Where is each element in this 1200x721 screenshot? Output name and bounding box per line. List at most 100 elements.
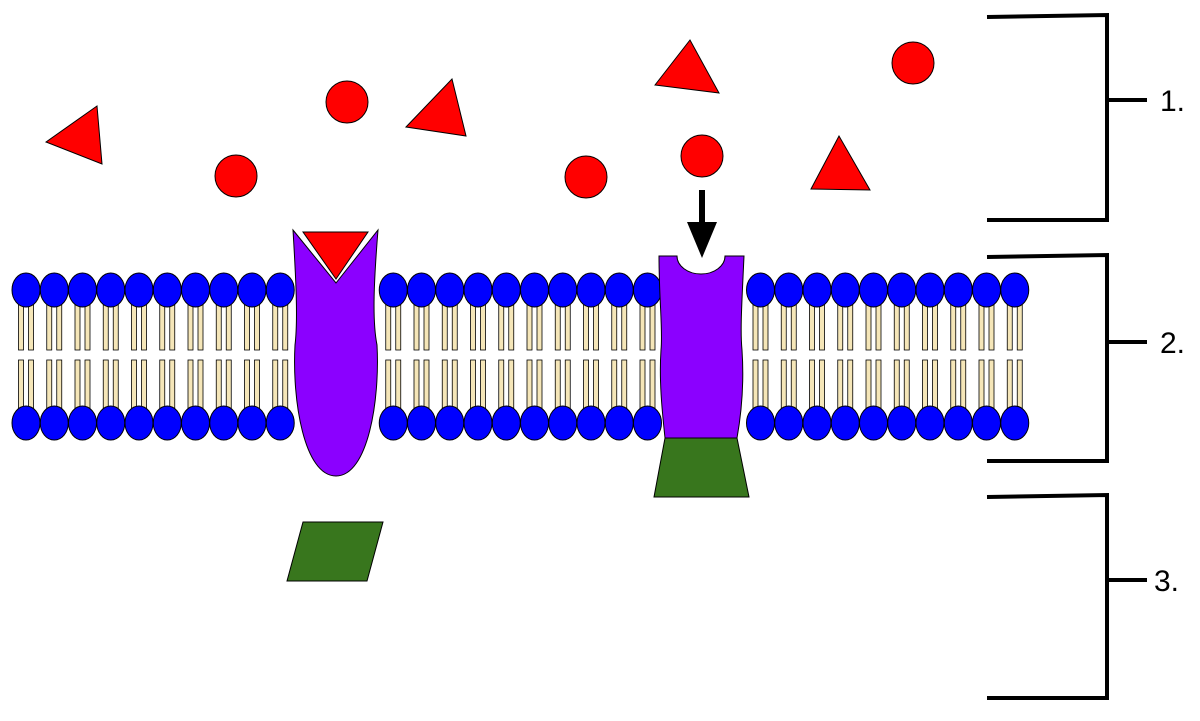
- lipid-tail: [282, 359, 289, 409]
- extracellular-ligands: [44, 39, 935, 199]
- lipid-tail: [752, 359, 759, 409]
- phospholipid-head: [237, 405, 267, 441]
- phospholipid-head: [830, 405, 860, 441]
- phospholipid-head: [435, 405, 465, 441]
- phospholipid-head: [633, 405, 662, 441]
- lipid-tail: [621, 359, 628, 409]
- phospholipid-head: [11, 272, 41, 308]
- lipid-tail: [159, 359, 166, 409]
- lipid-tail: [423, 359, 430, 409]
- triangle-ligand: [810, 134, 871, 191]
- circle-ligand: [325, 80, 369, 124]
- phospholipid-head: [548, 405, 578, 441]
- lipid-tail: [790, 304, 797, 351]
- lipid-tail: [441, 359, 448, 409]
- lipid-tail: [46, 304, 53, 351]
- phospholipid-head: [378, 272, 408, 308]
- lipid-tail: [819, 304, 825, 351]
- phospholipid-head: [943, 272, 973, 308]
- phospholipid-head: [209, 405, 239, 441]
- receptor-protein: [658, 255, 745, 439]
- phospholipid-head: [68, 405, 97, 441]
- phospholipid-head: [520, 272, 549, 308]
- phospholipid-head: [604, 272, 634, 308]
- phospholipid-head: [1000, 272, 1030, 308]
- phospholipid-head: [746, 405, 775, 441]
- lipid-tail: [18, 304, 24, 351]
- region-brackets: [986, 12, 1147, 700]
- lipid-tail: [141, 359, 147, 409]
- lipid-tail: [225, 304, 232, 351]
- lipid-tail: [74, 304, 81, 351]
- receptor-protein: [292, 228, 379, 477]
- phospholipid-head: [943, 405, 973, 441]
- lipid-tail: [395, 359, 402, 409]
- lipid-tail: [423, 304, 430, 351]
- phospholipid-head: [887, 272, 917, 308]
- lipid-tail: [215, 304, 222, 351]
- lipid-tail: [215, 359, 222, 409]
- lipid-tail: [282, 304, 289, 351]
- lipid-tail: [197, 359, 204, 409]
- lipid-tail: [498, 304, 505, 351]
- lipid-tail: [988, 304, 995, 351]
- lipid-tail: [752, 304, 759, 351]
- lipid-tail: [498, 359, 505, 409]
- lipid-tail: [988, 359, 995, 409]
- lipid-tail: [960, 359, 967, 409]
- lipid-tail: [254, 304, 260, 351]
- lipid-tail: [611, 359, 618, 409]
- phospholipid-head: [491, 405, 521, 441]
- lipid-tail: [244, 359, 250, 409]
- phospholipid-head: [859, 272, 888, 308]
- phospholipid-head: [576, 272, 606, 308]
- lipid-tail: [809, 304, 815, 351]
- phospholipid-head: [152, 405, 182, 441]
- lipid-tail: [159, 304, 166, 351]
- phospholipid-head: [463, 272, 493, 308]
- lipid-tail: [1006, 304, 1013, 351]
- lipid-tail: [903, 304, 910, 351]
- lipid-tail: [470, 304, 476, 351]
- phospholipid-head: [181, 405, 210, 441]
- lipid-tail: [922, 359, 928, 409]
- lipid-tail: [451, 304, 458, 351]
- phospholipid-head: [39, 272, 69, 308]
- phospholipid-head: [774, 272, 804, 308]
- bracket-region-1: [986, 12, 1147, 222]
- phospholipid-head: [859, 405, 888, 441]
- receptor-right: [653, 255, 750, 498]
- lipid-tail: [583, 359, 589, 409]
- phospholipid-head: [548, 272, 578, 308]
- phospholipid-head: [96, 405, 126, 441]
- lipid-tail: [536, 304, 543, 351]
- phospholipid-head: [96, 272, 126, 308]
- lipid-tail: [780, 359, 787, 409]
- phospholipid-head: [181, 272, 210, 308]
- lipid-tail: [950, 359, 957, 409]
- lipid-tail: [950, 304, 957, 351]
- lipid-tail: [762, 359, 769, 409]
- lipid-tail: [1016, 359, 1023, 409]
- lipid-tail: [865, 304, 872, 351]
- phospholipid-head: [802, 405, 832, 441]
- lipid-tail: [254, 359, 260, 409]
- lipid-tail: [611, 304, 618, 351]
- lipid-tail: [875, 304, 882, 351]
- lipid-tail: [847, 304, 854, 351]
- lipid-tail: [169, 359, 176, 409]
- lipid-tail: [56, 359, 63, 409]
- lipid-tail: [508, 359, 515, 409]
- phospholipid-head: [407, 405, 436, 441]
- bound-triangle-ligand: [302, 231, 369, 280]
- lipid-tail: [470, 359, 476, 409]
- intracellular-protein-free: [286, 521, 384, 582]
- lipid-tail: [819, 359, 825, 409]
- phospholipid-head: [463, 405, 493, 441]
- phospholipid-head: [576, 405, 606, 441]
- bracket-region-2: [986, 252, 1147, 463]
- lipid-tail: [809, 359, 815, 409]
- lipid-tail: [18, 359, 24, 409]
- lipid-tail: [564, 359, 571, 409]
